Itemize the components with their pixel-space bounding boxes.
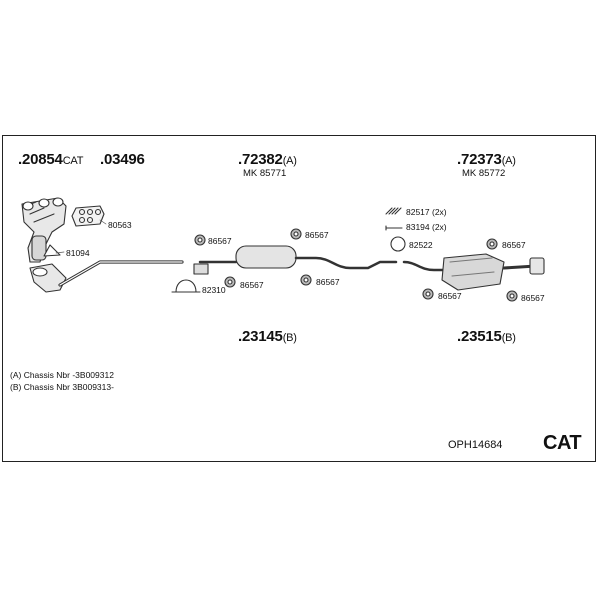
part-suffix: (A) [282,155,297,167]
manifold-drawing [21,197,184,293]
mk-middle-pipe: MK 85771 [243,168,287,179]
part-middle-b-label: .23145(B) [238,328,297,345]
label-86567: 86567 [240,280,264,290]
note-chassis-a: (A) Chassis Nbr -3B009312 [10,370,114,380]
gasket-drawing [71,205,105,227]
label-86567: 86567 [502,240,526,250]
part-suffix: (B) [282,332,297,344]
rear-silencer-drawing [402,253,545,291]
label-82517: 82517 (2x) [406,207,447,217]
label-82522: 82522 [409,240,433,250]
hanger-rings [194,228,518,302]
label-82310: 82310 [202,285,226,295]
clamp-82310 [171,279,201,293]
label-81094: 81094 [66,248,90,258]
part-suffix: (B) [501,332,516,344]
label-86567: 86567 [316,277,340,287]
part-number: .03496 [100,151,145,168]
kit-code: OPH14684 [448,439,503,451]
label-86567: 86567 [305,230,329,240]
note-chassis-b: (B) Chassis Nbr 3B009313- [10,382,114,392]
label-86567: 86567 [438,291,462,301]
part-number: .23515 [457,328,502,345]
cat-badge: CAT [543,432,582,454]
part-suffix: (A) [501,155,516,167]
part-number: .72373 [457,151,502,168]
part-number: .72382 [238,151,283,168]
mk-rear-silencer: MK 85772 [462,168,506,179]
part-manifold-label: .20854CAT [18,151,83,168]
part-rear-silencer-label: .72373(A) [457,151,516,168]
label-86567: 86567 [208,236,232,246]
middle-pipe-drawing [198,245,398,270]
diagram-frame [2,135,596,462]
part-number: .20854 [18,151,63,168]
label-80563: 80563 [108,220,132,230]
part-number: .23145 [238,328,283,345]
spring-bolt-set [385,207,406,252]
leader-lines [55,219,107,254]
part-suffix: CAT [62,155,84,167]
label-86567: 86567 [521,293,545,303]
label-83194: 83194 (2x) [406,222,447,232]
part-middle-pipe-label: .72382(A) [238,151,297,168]
part-gasket-label: .03496 [100,151,145,168]
part-rear-b-label: .23515(B) [457,328,516,345]
clamp-small [193,263,209,275]
